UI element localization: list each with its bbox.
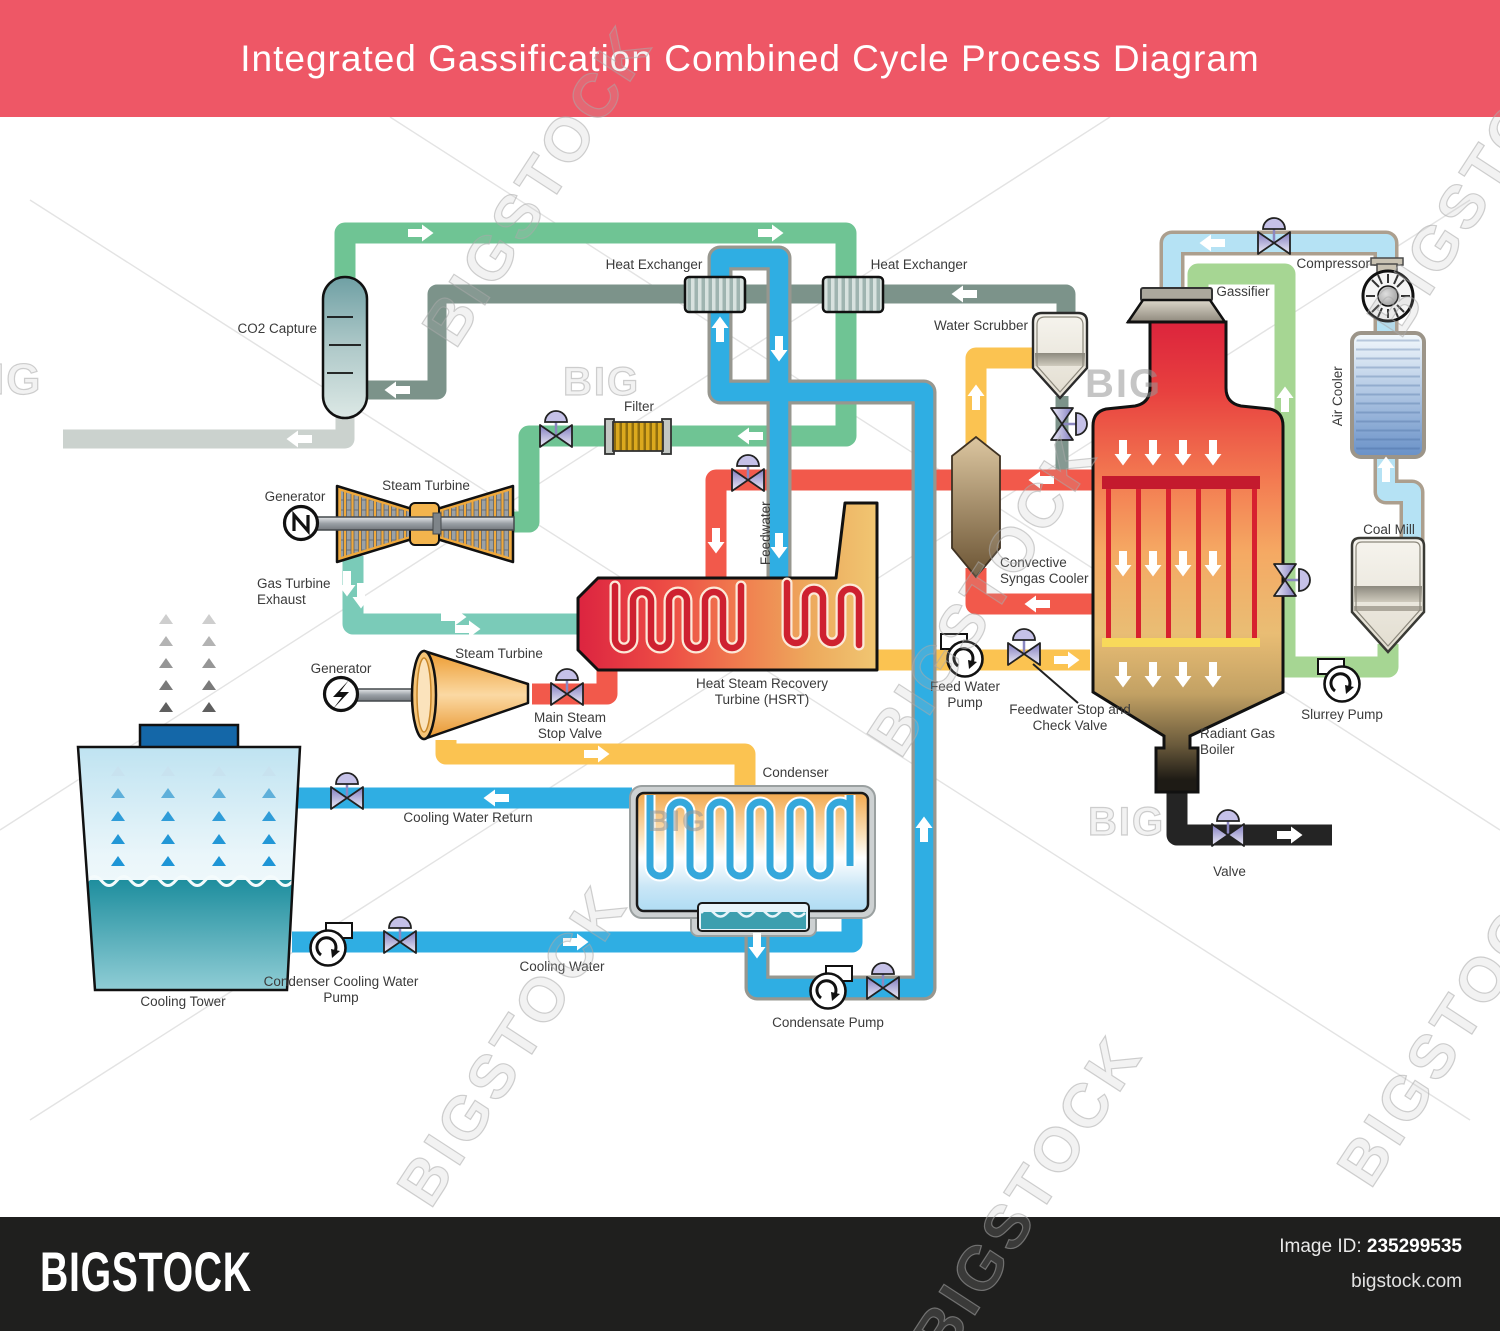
- coal-mill-vessel: [1350, 536, 1426, 654]
- site-url: bigstock.com: [1351, 1271, 1462, 1292]
- turbine-shaft-2: [355, 688, 421, 702]
- label-slurrey-pump: Slurrey Pump: [1301, 707, 1383, 722]
- label-feedwater-stop-check-valve: Feedwater Stop and Check Valve: [1009, 702, 1131, 734]
- label-water-scrubber: Water Scrubber: [933, 318, 1028, 333]
- filter-component: [604, 418, 672, 455]
- syngas-cooler-vessel: [951, 435, 1001, 579]
- label-condenser: Condenser: [762, 765, 829, 780]
- cooling-tower-vessel: [76, 614, 302, 992]
- footer-bar: BIGSTOCK Image ID: 235299535 bigstock.co…: [0, 1217, 1500, 1331]
- bigstock-logo: BIGSTOCK: [40, 1240, 252, 1303]
- image-id-line: Image ID: 235299535: [1279, 1237, 1462, 1256]
- label-gassifier: Gassifier: [1216, 284, 1270, 299]
- condenser-cooling-water-pump-component: [309, 921, 354, 967]
- label-radiant-gas-boiler: Radiant Gas Boiler: [1200, 726, 1276, 758]
- tower-steam: [159, 614, 216, 712]
- gassifier-vessel: [1091, 287, 1285, 794]
- generator-1: [282, 504, 320, 542]
- water-scrubber-vessel: [1031, 311, 1089, 400]
- hsrt-vessel: [576, 501, 879, 672]
- label-feed-water-pump: Feed Water Pump: [929, 679, 1001, 711]
- label-steam-turbine-1: Steam Turbine: [382, 478, 470, 493]
- label-compressor: Compressor: [1296, 256, 1370, 271]
- pipe-slurry-green: [1187, 263, 1399, 678]
- pipe-red-cooler: [965, 568, 1092, 615]
- label-valve: Valve: [1213, 864, 1246, 879]
- label-cooling-water-return: Cooling Water Return: [403, 810, 533, 825]
- heat-exchanger-1: [683, 275, 747, 314]
- label-main-steam-stop-valve: Main Steam Stop Valve: [533, 710, 607, 742]
- valve-pointer-line: [1032, 663, 1079, 704]
- pipe-feedwater: [707, 245, 937, 1001]
- steam-turbine-axial: [315, 484, 515, 564]
- footer-info: Image ID: 235299535 bigstock.com: [1279, 1237, 1462, 1291]
- label-heat-exchanger-2: Heat Exchanger: [870, 257, 968, 272]
- label-hsrt: Heat Steam Recovery Turbine (HSRT): [695, 676, 829, 708]
- label-heat-exchanger-1: Heat Exchanger: [605, 257, 703, 272]
- label-convective-syngas-cooler: Convective Syngas Cooler: [1000, 555, 1089, 587]
- generator-2: [322, 675, 360, 713]
- label-condenser-cooling-water-pump: Condenser Cooling Water Pump: [263, 974, 419, 1006]
- label-feedwater: Feedwater: [757, 501, 773, 566]
- pipe-sage: [364, 284, 1076, 400]
- page-title: Integrated Gassification Combined Cycle …: [240, 38, 1260, 79]
- label-cooling-water: Cooling Water: [519, 959, 605, 974]
- label-co2-capture: CO2 Capture: [237, 321, 317, 336]
- pipe-exhaust-teal: [342, 556, 582, 635]
- steam-turbine-cone: [355, 649, 530, 741]
- label-generator-2: Generator: [310, 661, 372, 676]
- tower-cap: [138, 723, 240, 751]
- label-steam-turbine-2: Steam Turbine: [455, 646, 543, 661]
- condenser-vessel: [629, 785, 876, 937]
- label-gas-turbine-exhaust: Gas Turbine Exhaust: [257, 576, 331, 608]
- label-cooling-tower: Cooling Tower: [140, 994, 226, 1009]
- turbine-shaft: [315, 516, 515, 531]
- label-condensate-pump: Condensate Pump: [772, 1015, 884, 1030]
- pipe-co2-green: [334, 222, 857, 533]
- label-coal-mill: Coal Mill: [1363, 522, 1415, 537]
- image-id-value: 235299535: [1366, 1236, 1462, 1257]
- label-generator-1: Generator: [264, 489, 326, 504]
- heat-exchanger-2: [821, 275, 885, 314]
- image-id-label: Image ID:: [1279, 1236, 1362, 1257]
- pipe-yellow-scrubber: [965, 347, 1035, 452]
- label-filter: Filter: [624, 399, 654, 414]
- pipe-co2-drain: [63, 408, 355, 449]
- label-air-cooler: Air Cooler: [1329, 366, 1345, 427]
- tower-droplets: [111, 766, 276, 866]
- title-banner: Integrated Gassification Combined Cycle …: [0, 0, 1500, 117]
- condensate-pump-component: [809, 964, 854, 1010]
- co2-capture-vessel: [321, 275, 369, 420]
- compressor-component: [1361, 257, 1415, 323]
- pipe-black: [1166, 790, 1332, 846]
- air-cooler-component: [1350, 331, 1426, 459]
